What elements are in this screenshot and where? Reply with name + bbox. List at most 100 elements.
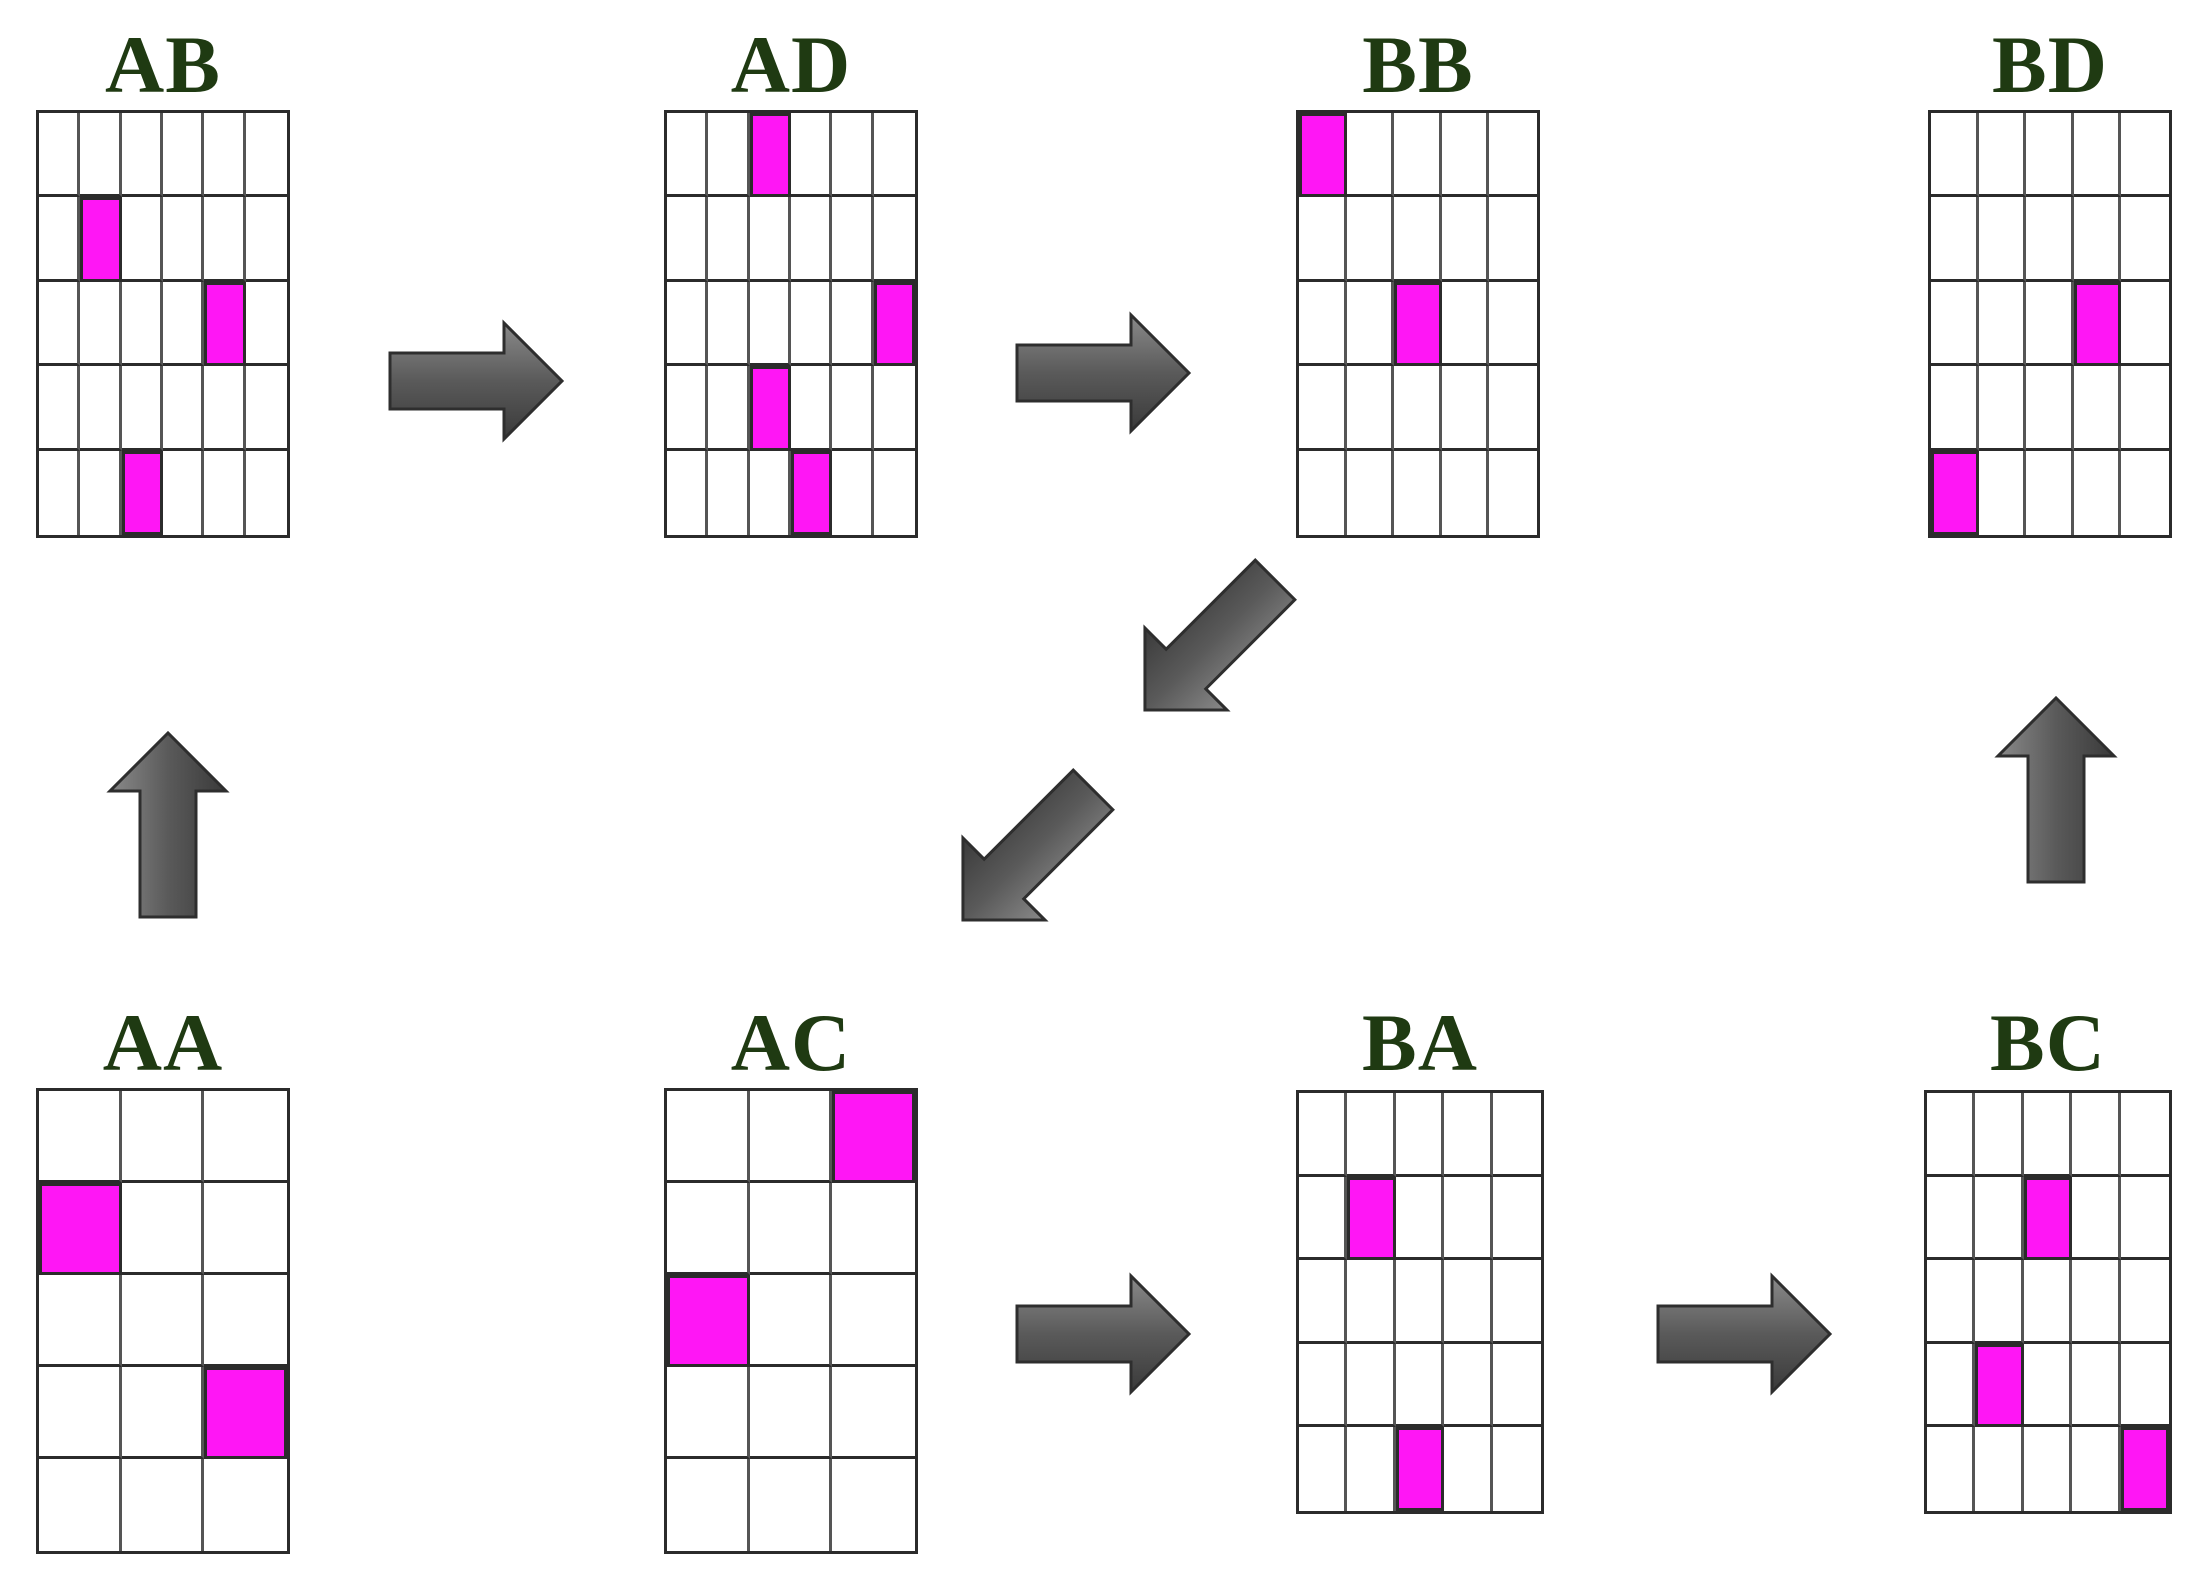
grid-cell (749, 1367, 833, 1459)
grid-cell (790, 113, 833, 198)
highlighted-cell (2073, 281, 2122, 367)
grid-cell (667, 366, 709, 451)
highlighted-cell (1394, 281, 1442, 367)
grid-cell (1444, 1176, 1493, 1261)
grid-cell (667, 1091, 750, 1183)
grid-bd (1928, 110, 2172, 538)
grid-cell (1927, 1093, 1976, 1177)
highlighted-cell (832, 1091, 915, 1183)
grid-cell (1441, 366, 1490, 451)
grid-cell (245, 197, 287, 282)
grid-cell (204, 1275, 287, 1367)
highlighted-cell (790, 450, 833, 535)
grid-cell (80, 450, 122, 535)
grid-cell (1394, 450, 1442, 535)
highlighted-cell (80, 197, 122, 282)
highlighted-cell (204, 1367, 287, 1459)
grid-cell (667, 1459, 750, 1551)
grid-cell (1975, 1093, 2024, 1177)
grid-ac (664, 1088, 918, 1554)
grid-cell (1395, 1093, 1445, 1177)
grid-cell (1395, 1260, 1445, 1344)
grid-bb (1296, 110, 1540, 538)
grid-cell (2073, 450, 2122, 535)
grid-cell (1299, 450, 1347, 535)
grid-cell (204, 197, 246, 282)
grid-cell (121, 1091, 205, 1183)
grid-cell (708, 366, 750, 451)
grid-cell (39, 281, 81, 367)
grid-cell (873, 197, 915, 282)
grid-cell (832, 113, 874, 198)
grid-cell (749, 1459, 833, 1551)
arrow-ad-to-bb-icon (1015, 311, 1192, 435)
panel-label-ad: AD (730, 19, 852, 110)
grid-cell (1444, 1260, 1493, 1344)
grid-cell (80, 366, 122, 451)
grid-cell (204, 113, 246, 198)
grid-cell (873, 450, 915, 535)
grid-cell (667, 450, 709, 535)
grid-cell (873, 113, 915, 198)
grid-cell (1299, 1427, 1348, 1511)
grid-cell (245, 450, 287, 535)
arrow-bb-to-ac-icon (1143, 558, 1297, 712)
grid-cell (204, 450, 246, 535)
grid-cell (2121, 366, 2169, 451)
grid-cell (2120, 1176, 2169, 1261)
grid-cell (667, 1183, 750, 1275)
grid-cell (708, 281, 750, 367)
arrow-ba-to-bc-icon (1656, 1272, 1833, 1396)
grid-cell (1441, 113, 1490, 198)
panel-label-ab: AB (105, 19, 221, 110)
grid-cell (1927, 1260, 1976, 1344)
arrow-aa-to-ab-icon (106, 730, 230, 919)
grid-cell (204, 1091, 287, 1183)
grid-ad (664, 110, 918, 538)
grid-ab (36, 110, 290, 538)
grid-cell (80, 281, 122, 367)
grid-cell (39, 1275, 122, 1367)
grid-cell (39, 1091, 122, 1183)
highlighted-cell (1931, 450, 1979, 535)
grid-cell (1975, 1176, 2024, 1261)
grid-cell (162, 366, 205, 451)
grid-cell (121, 366, 163, 451)
grid-cell (2073, 366, 2122, 451)
grid-cell (2026, 113, 2074, 198)
grid-cell (1299, 1343, 1348, 1428)
panel-label-ac: AC (730, 997, 852, 1088)
grid-cell (1347, 1260, 1396, 1344)
arrow-ab-to-ad-icon (388, 319, 565, 443)
grid-cell (708, 450, 750, 535)
highlighted-cell (749, 366, 791, 451)
grid-cell (1441, 281, 1490, 367)
grid-cell (2072, 1093, 2121, 1177)
grid-cell (245, 281, 287, 367)
grid-cell (1927, 1427, 1976, 1511)
grid-cell (1299, 1176, 1348, 1261)
grid-cell (2121, 450, 2169, 535)
grid-cell (790, 281, 833, 367)
grid-cell (832, 1183, 915, 1275)
panel-label-bc: BC (1990, 997, 2106, 1088)
grid-cell (749, 1183, 833, 1275)
grid-cell (121, 1275, 205, 1367)
grid-cell (832, 197, 874, 282)
grid-cell (1927, 1176, 1976, 1261)
highlighted-cell (204, 281, 246, 367)
grid-cell (832, 450, 874, 535)
grid-cell (749, 281, 791, 367)
grid-cell (667, 113, 709, 198)
grid-cell (39, 197, 81, 282)
grid-cell (749, 1275, 833, 1367)
panel-label-ba: BA (1362, 997, 1478, 1088)
grid-cell (2121, 197, 2169, 282)
highlighted-cell (1299, 113, 1347, 198)
grid-cell (1299, 197, 1347, 282)
grid-cell (1978, 366, 2027, 451)
grid-cell (667, 197, 709, 282)
grid-cell (2023, 1427, 2073, 1511)
grid-cell (1978, 197, 2027, 282)
grid-cell (245, 366, 287, 451)
